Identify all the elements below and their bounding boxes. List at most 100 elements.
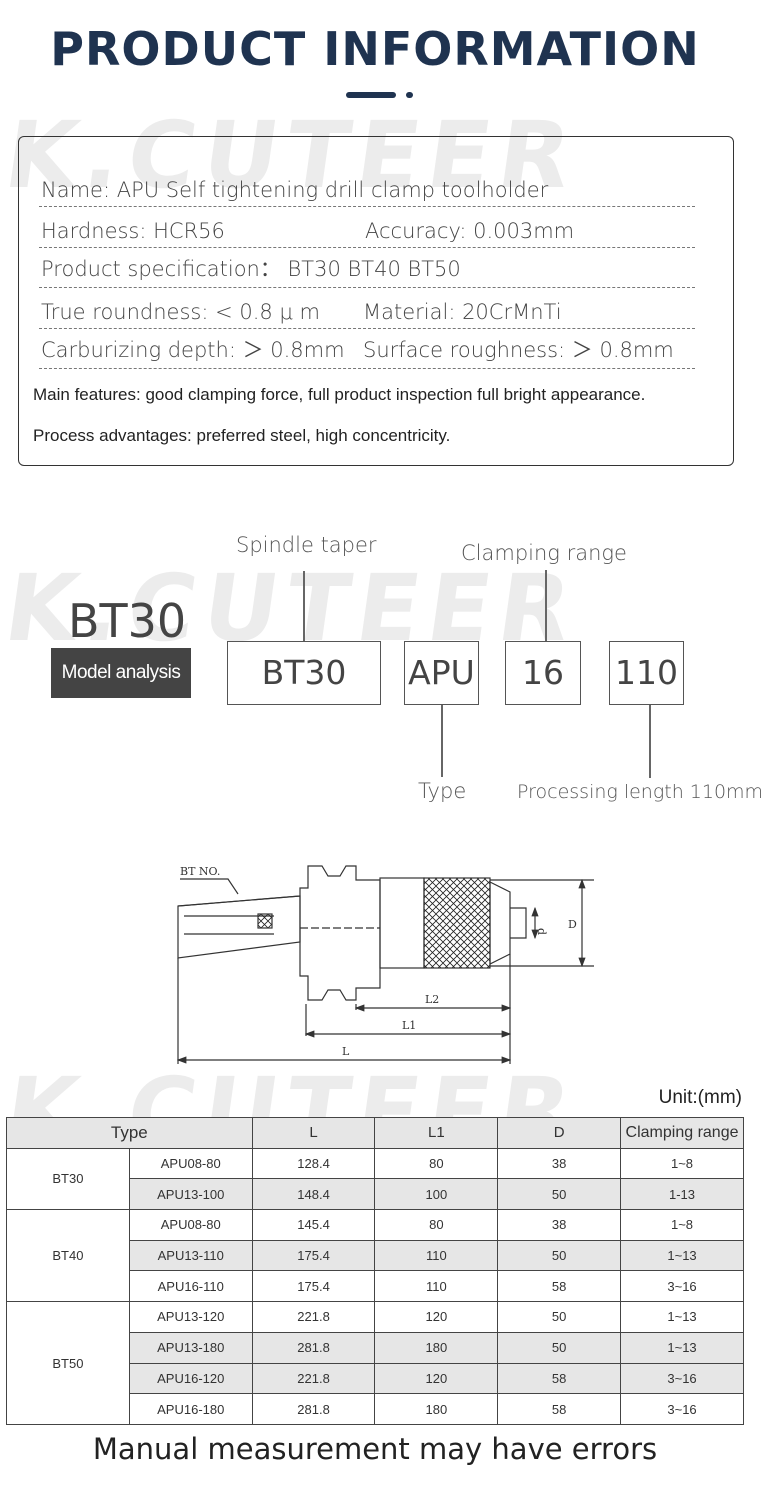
spec-table: Type L L1 D Clamping range BT30 APU08-80… (6, 1117, 744, 1425)
info-row-carburizing: Carburizing depth: ＞ 0.8mm Surface rough… (39, 329, 695, 369)
info-name: Name: APU Self tightening drill clamp to… (41, 178, 549, 202)
code-box-length: 110 (609, 641, 684, 705)
cell-model: APU16-120 (128, 1362, 253, 1395)
cell-l1: 180 (374, 1393, 499, 1425)
cell-model: APU16-180 (128, 1393, 253, 1425)
cell-l1: 110 (374, 1239, 499, 1272)
cell-l1: 180 (374, 1331, 499, 1364)
table-row: APU16-110 175.4 110 58 3~16 (7, 1270, 744, 1303)
info-material: Material: 20CrMnTi (363, 300, 562, 324)
big-d-label: D (568, 918, 577, 931)
cell-model: APU13-110 (128, 1239, 253, 1272)
cell-clamping: 1~13 (620, 1331, 744, 1364)
info-row-spec: Product specification： BT30 BT40 BT50 (39, 248, 695, 288)
table-header-row: Type L L1 D Clamping range (6, 1117, 744, 1149)
product-info-box: Name: APU Self tightening drill clamp to… (18, 136, 734, 466)
info-spec: Product specification： BT30 BT40 BT50 (41, 257, 461, 281)
model-analysis-badge: Model analysis (51, 648, 191, 698)
header-clamping-range: Clamping range (620, 1117, 744, 1149)
cell-clamping: 3~16 (620, 1393, 744, 1425)
spindle-taper-label: Spindle taper (236, 533, 377, 557)
processing-length-label: Processing length 110mm (517, 781, 763, 803)
cell-model: APU08-80 (128, 1147, 253, 1180)
spindle-taper-leader (303, 571, 305, 641)
cell-l1: 120 (374, 1301, 499, 1333)
cell-l: 148.4 (251, 1178, 376, 1211)
page-title: PRODUCT INFORMATION (50, 22, 700, 76)
cell-clamping: 3~16 (620, 1270, 744, 1303)
model-big-label: BT30 (68, 594, 187, 648)
cell-model: APU13-100 (128, 1178, 253, 1211)
info-row-roundness: True roundness: < 0.8 μ m Material: 20Cr… (39, 289, 695, 329)
table-row: BT30 APU08-80 128.4 80 38 1~8 (6, 1147, 744, 1211)
cell-d: 58 (497, 1362, 622, 1395)
code-box-type: APU (404, 641, 479, 705)
cell-d: 50 (497, 1301, 622, 1333)
cell-clamping: 1~8 (620, 1147, 744, 1180)
cell-model: APU16-110 (128, 1270, 253, 1303)
info-features: Main features: good clamping force, full… (33, 385, 646, 404)
title-underline (346, 92, 396, 98)
info-row-hardness: Hardness: HCR56 Accuracy: 0.003mm (39, 208, 695, 248)
table-row: APU13-180 281.8 180 50 1~13 (7, 1331, 744, 1364)
table-row: APU16-180 281.8 180 58 3~16 (7, 1393, 744, 1425)
cell-d: 38 (497, 1147, 622, 1180)
header-type: Type (6, 1117, 253, 1149)
cell-l1: 100 (374, 1178, 499, 1211)
small-d-label: d (535, 928, 548, 935)
cell-l1: 120 (374, 1362, 499, 1395)
cell-d: 38 (497, 1209, 622, 1241)
clamping-range-leader (545, 570, 547, 641)
bt-no-label: BT NO. (180, 865, 220, 878)
unit-label: Unit:(mm) (658, 1087, 742, 1108)
type-label: Type (418, 779, 467, 803)
cell-d: 50 (497, 1239, 622, 1272)
info-accuracy: Accuracy: 0.003mm (365, 219, 575, 243)
l1-label: L1 (402, 1019, 416, 1032)
cell-d: 50 (497, 1178, 622, 1211)
cell-clamping: 3~16 (620, 1362, 744, 1395)
info-advantages: Process advantages: preferred steel, hig… (33, 426, 451, 445)
cell-l1: 80 (374, 1147, 499, 1180)
l2-label: L2 (425, 993, 439, 1006)
cell-d: 50 (497, 1331, 622, 1364)
code-box-clamping: 16 (505, 641, 581, 705)
cell-l: 281.8 (251, 1331, 376, 1364)
cell-model: APU13-120 (128, 1301, 253, 1333)
group-name: BT30 (6, 1147, 130, 1211)
cell-l: 281.8 (251, 1393, 376, 1425)
header-l: L (251, 1117, 376, 1149)
info-roughness: Surface roughness: ＞ 0.8mm (363, 338, 674, 362)
title-underline-dot (406, 92, 413, 98)
info-carburizing: Carburizing depth: ＞ 0.8mm (41, 338, 345, 362)
group-name: BT50 (6, 1301, 130, 1425)
table-row: BT50 APU13-120 221.8 120 50 1~13 (6, 1301, 744, 1425)
cell-d: 58 (497, 1270, 622, 1303)
cell-clamping: 1~13 (620, 1301, 744, 1333)
cell-model: APU13-180 (128, 1331, 253, 1364)
table-row: APU13-110 175.4 110 50 1~13 (7, 1239, 744, 1272)
cell-clamping: 1~13 (620, 1239, 744, 1272)
table-row: APU13-100 148.4 100 50 1-13 (7, 1178, 744, 1211)
cell-d: 58 (497, 1393, 622, 1425)
info-hardness: Hardness: HCR56 (41, 219, 225, 243)
footer-note: Manual measurement may have errors (92, 1432, 658, 1466)
length-leader (649, 705, 651, 778)
type-leader (441, 705, 443, 777)
cell-l: 128.4 (251, 1147, 376, 1180)
cell-clamping: 1~8 (620, 1209, 744, 1241)
info-roundness: True roundness: < 0.8 μ m (41, 300, 320, 324)
cell-l: 145.4 (251, 1209, 376, 1241)
table-row: BT40 APU08-80 145.4 80 38 1~8 (6, 1209, 744, 1303)
cell-l1: 80 (374, 1209, 499, 1241)
cell-l: 221.8 (251, 1362, 376, 1395)
header-d: D (497, 1117, 622, 1149)
info-row-name: Name: APU Self tightening drill clamp to… (39, 167, 695, 207)
cell-model: APU08-80 (128, 1209, 253, 1241)
cell-l: 175.4 (251, 1239, 376, 1272)
cell-l: 221.8 (251, 1301, 376, 1333)
clamping-range-label: Clamping range (461, 541, 627, 565)
l-label: L (342, 1045, 350, 1058)
cell-clamping: 1-13 (620, 1178, 744, 1211)
cell-l: 175.4 (251, 1270, 376, 1303)
